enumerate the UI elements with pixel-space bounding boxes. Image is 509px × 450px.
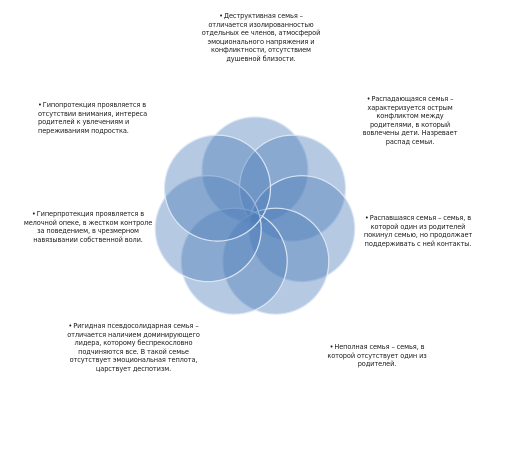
bullet: • — [38, 101, 42, 109]
bullet: • — [364, 214, 369, 222]
petal-circle — [163, 134, 272, 242]
bullet: • — [68, 322, 73, 330]
label-destructive-text: Деструктивная семья – отличается изолиро… — [201, 12, 321, 63]
label-rigid-text: Ригидная псевдосолидарная семья – отлича… — [67, 322, 200, 373]
label-hypoprotection: •Гипопротекция проявляется в отсутствии … — [38, 101, 162, 135]
label-broken-text: Распавшаяся семья – семья, в которой оди… — [363, 214, 473, 248]
bullet: • — [366, 95, 371, 103]
label-broken: •Распавшаяся семья – семья, в которой од… — [363, 214, 473, 248]
label-disintegrating: •Распадающаяся семья – характеризуется о… — [358, 95, 462, 147]
bullet: • — [219, 12, 223, 20]
bullet: • — [31, 210, 36, 218]
petal-circle — [154, 175, 262, 283]
label-rigid: •Ригидная псевдосолидарная семья – отлич… — [66, 322, 201, 374]
label-disintegrating-text: Распадающаяся семья – характеризуется ос… — [362, 95, 458, 146]
bullet: • — [329, 343, 334, 351]
label-incomplete: •Неполная семья – семья, в которой отсут… — [320, 343, 434, 369]
label-hyperprotection: •Гиперпротекция проявляется в мелочной о… — [22, 210, 154, 244]
label-incomplete-text: Неполная семья – семья, в которой отсутс… — [327, 343, 427, 369]
petal-circle — [222, 207, 330, 315]
label-hypoprotection-text: Гипопротекция проявляется в отсутствии в… — [38, 101, 148, 135]
label-destructive: •Деструктивная семья – отличается изолир… — [200, 12, 322, 64]
petal-circle — [238, 134, 347, 242]
petal-circle — [201, 116, 309, 224]
label-hyperprotection-text: Гиперпротекция проявляется в мелочной оп… — [23, 210, 153, 244]
